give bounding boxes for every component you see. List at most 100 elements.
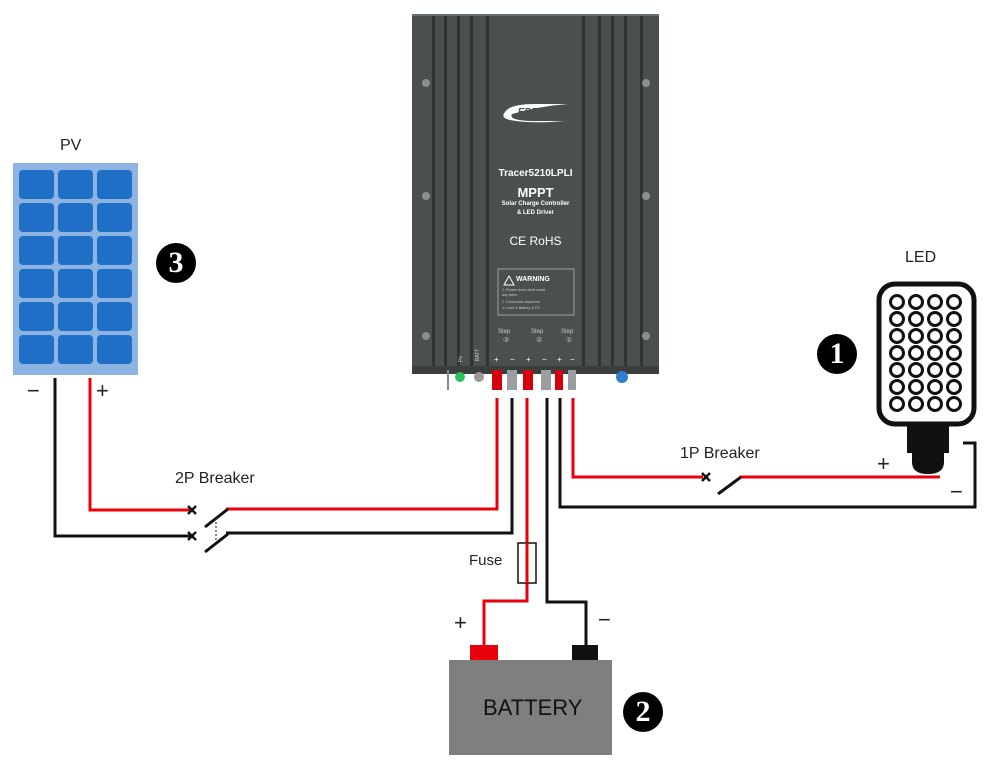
led-diode bbox=[908, 294, 924, 310]
charge-controller bbox=[412, 14, 659, 390]
heatsink-fins bbox=[432, 16, 643, 372]
terminal-load-plus: + bbox=[557, 355, 562, 364]
pv-plus-label: + bbox=[96, 378, 109, 403]
status-led-grey bbox=[474, 372, 484, 382]
led-diode bbox=[889, 379, 905, 395]
wire-pv-positive-ctrl bbox=[226, 398, 499, 511]
controller-description-1: Solar Charge Controller bbox=[501, 201, 570, 207]
step-2-number: ② bbox=[536, 337, 543, 344]
pv-cell bbox=[19, 203, 54, 232]
status-led-blue bbox=[616, 371, 628, 383]
led-diode bbox=[908, 311, 924, 327]
led-diode bbox=[927, 345, 943, 361]
controller-certifications: CE RoHS bbox=[509, 234, 562, 248]
pv-cell bbox=[97, 302, 132, 331]
pv-minus-label: − bbox=[27, 378, 40, 403]
pv-cell bbox=[19, 269, 54, 298]
terminal-pv-plus: + bbox=[494, 355, 499, 364]
warning-box bbox=[497, 268, 575, 316]
terminal-pv-minus: − bbox=[510, 355, 515, 364]
pv-cell bbox=[58, 335, 93, 364]
led-diode bbox=[889, 294, 905, 310]
step-1-number: ① bbox=[566, 337, 573, 344]
pv-cell bbox=[97, 269, 132, 298]
battery-label: BATTERY bbox=[483, 695, 583, 720]
step-badge-1: 1 bbox=[817, 334, 857, 374]
battery-plus-label: + bbox=[454, 610, 467, 635]
led-diode bbox=[908, 345, 924, 361]
pv-cell bbox=[19, 302, 54, 331]
pv-cell bbox=[97, 236, 132, 265]
led-diode bbox=[889, 345, 905, 361]
rj45-port bbox=[447, 370, 449, 390]
led-label: LED bbox=[905, 249, 937, 266]
wire-load-negative bbox=[558, 398, 977, 509]
breaker-1p-label: 1P Breaker bbox=[680, 445, 760, 462]
fuse-label: Fuse bbox=[469, 552, 503, 569]
pv-cell bbox=[19, 236, 54, 265]
led-diode bbox=[889, 396, 905, 412]
controller-type: MPPT bbox=[517, 185, 554, 200]
led-diode bbox=[946, 345, 962, 361]
led-diode bbox=[946, 396, 962, 412]
epever-logo-swoosh bbox=[503, 104, 568, 123]
battery-icon bbox=[449, 645, 612, 755]
controller-brand: EPEVER bbox=[517, 107, 559, 118]
warning-line-1: 1. Please never short circuit bbox=[502, 288, 546, 292]
terminal-batt-minus: − bbox=[542, 355, 547, 364]
led-diode bbox=[927, 396, 943, 412]
wiring bbox=[53, 378, 977, 645]
breaker-2p-label: 2P Breaker bbox=[175, 470, 255, 487]
battery-minus-label: − bbox=[598, 607, 611, 632]
warning-triangle-icon bbox=[503, 274, 515, 286]
led-diode bbox=[908, 396, 924, 412]
pv-cell bbox=[58, 170, 93, 199]
led-diode bbox=[889, 328, 905, 344]
pv-cell bbox=[19, 170, 54, 199]
controller-model: Tracer5210LPLI bbox=[498, 168, 573, 179]
terminal-load-minus: − bbox=[570, 355, 575, 364]
led-diode bbox=[927, 379, 943, 395]
step-1-label: Step bbox=[561, 329, 574, 335]
led-diode bbox=[946, 294, 962, 310]
led-diode bbox=[946, 328, 962, 344]
led-lamp-icon bbox=[876, 281, 977, 474]
led-diode bbox=[889, 311, 905, 327]
pv-cell bbox=[58, 302, 93, 331]
wire-pv-negative bbox=[53, 378, 192, 538]
led-diode bbox=[908, 362, 924, 378]
breaker-2p-symbol bbox=[187, 505, 229, 554]
wire-pv-positive bbox=[88, 378, 192, 512]
pv-cell bbox=[97, 335, 132, 364]
wire-battery-positive bbox=[482, 398, 529, 645]
side-label-batt: BATT bbox=[475, 348, 482, 362]
pv-cell bbox=[97, 170, 132, 199]
wire-battery-negative bbox=[545, 398, 588, 645]
controller-body bbox=[412, 14, 659, 374]
led-diode bbox=[946, 362, 962, 378]
wire-load-positive bbox=[571, 398, 703, 479]
terminal-batt-plus: + bbox=[526, 355, 531, 364]
led-minus-label: − bbox=[950, 479, 963, 504]
screw-icons bbox=[422, 79, 650, 340]
step-badge-3: 3 bbox=[156, 243, 196, 283]
step-3-number: ③ bbox=[503, 337, 510, 344]
pv-cell bbox=[19, 335, 54, 364]
led-diode bbox=[889, 362, 905, 378]
step-2-label: Step bbox=[531, 329, 544, 335]
warning-line-2: any wires. bbox=[502, 293, 518, 297]
pv-cell bbox=[58, 236, 93, 265]
wire-pv-negative-ctrl bbox=[226, 398, 514, 535]
pv-panel-icon bbox=[13, 163, 138, 375]
pv-label: PV bbox=[60, 137, 82, 154]
led-diode bbox=[927, 328, 943, 344]
pv-cell bbox=[97, 203, 132, 232]
side-label-pv: PV bbox=[458, 355, 465, 363]
pv-cell bbox=[58, 269, 93, 298]
led-diode bbox=[927, 362, 943, 378]
led-diode bbox=[946, 379, 962, 395]
step-3-label: Step bbox=[498, 329, 511, 335]
breaker-1p-symbol bbox=[701, 472, 742, 496]
controller-description-2: & LED Driver bbox=[516, 210, 554, 216]
